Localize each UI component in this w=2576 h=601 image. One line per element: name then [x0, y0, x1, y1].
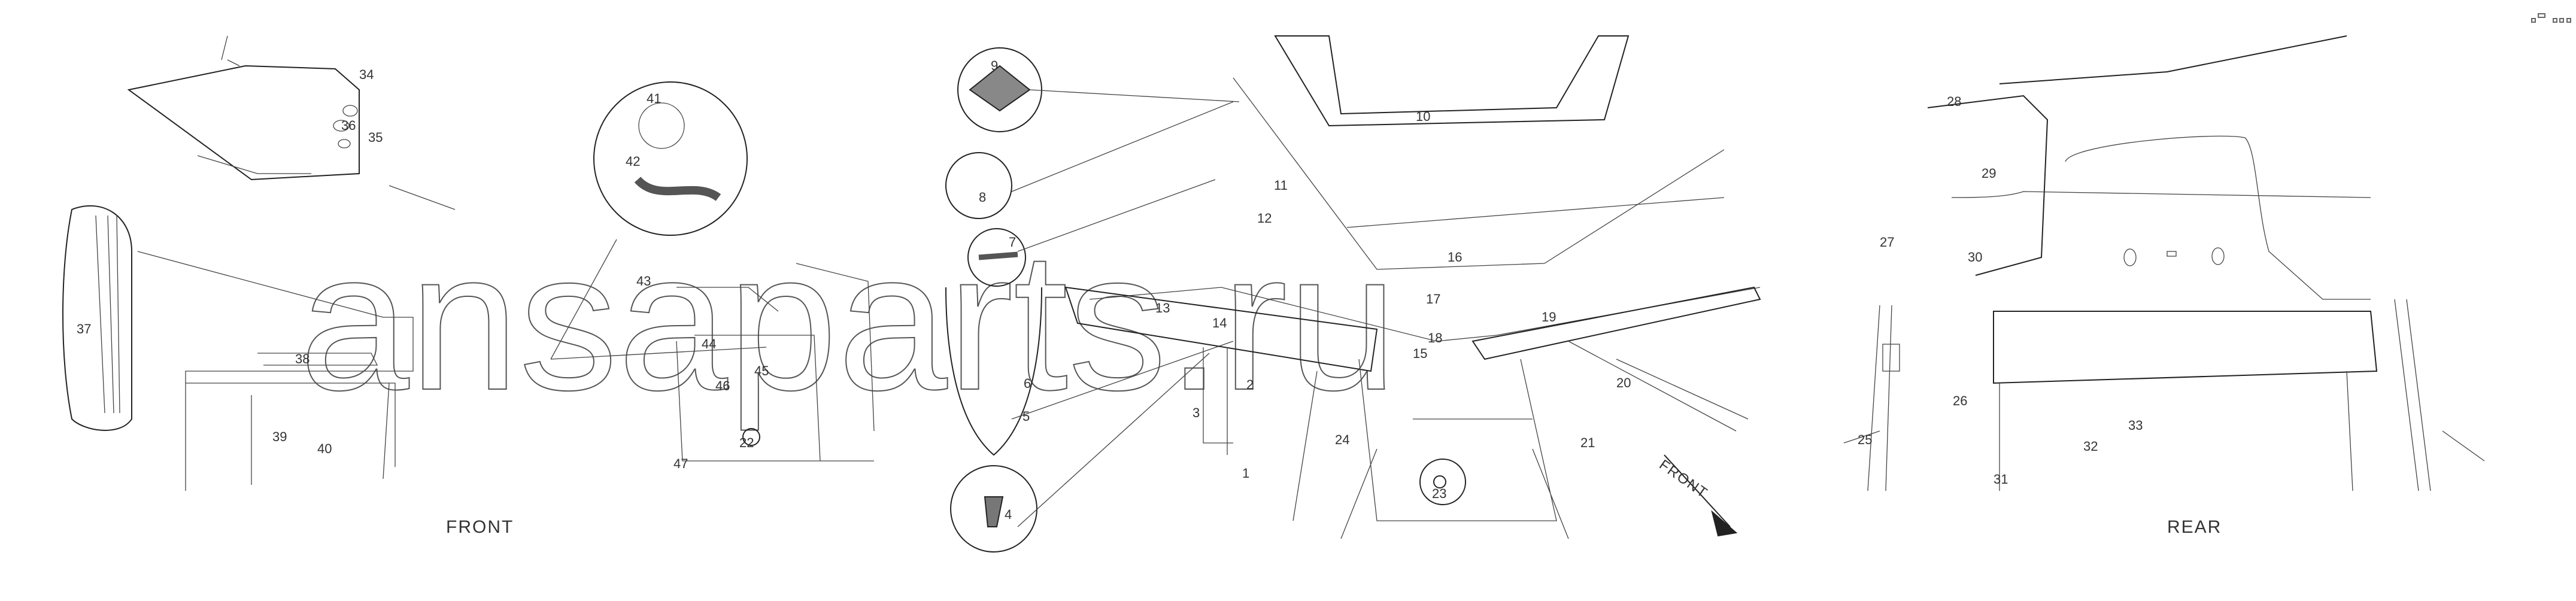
- restore-icon[interactable]: [2538, 13, 2545, 18]
- callout-19: 19: [1542, 309, 1556, 324]
- callout-15: 15: [1413, 346, 1427, 361]
- callout-42: 42: [626, 154, 640, 169]
- callout-14: 14: [1212, 315, 1227, 330]
- callout-39: 39: [272, 429, 287, 444]
- callout-17: 17: [1426, 292, 1440, 306]
- callout-8: 8: [979, 190, 986, 205]
- callout-32: 32: [2083, 439, 2098, 454]
- callout-41: 41: [647, 91, 661, 106]
- center-console-drawing: [550, 81, 875, 462]
- callout-43: 43: [636, 274, 651, 289]
- callout-1: 1: [1242, 466, 1249, 481]
- callout-26: 26: [1953, 393, 1967, 408]
- front-view-drawing: [62, 35, 456, 491]
- callout-21: 21: [1580, 435, 1595, 450]
- callout-23: 23: [1432, 486, 1446, 501]
- callout-3: 3: [1193, 405, 1200, 420]
- callout-13: 13: [1155, 300, 1170, 315]
- option-icon[interactable]: [2553, 18, 2557, 23]
- callout-36: 36: [341, 118, 356, 133]
- callout-16: 16: [1448, 250, 1462, 265]
- callout-46: 46: [715, 378, 730, 393]
- callout-38: 38: [295, 351, 310, 366]
- callout-44: 44: [702, 336, 716, 351]
- option-icon[interactable]: [2559, 18, 2564, 23]
- callout-30: 30: [1968, 250, 1982, 265]
- callout-10: 10: [1416, 109, 1430, 124]
- callout-2: 2: [1246, 377, 1254, 392]
- callout-45: 45: [754, 363, 769, 378]
- callout-4: 4: [1005, 507, 1012, 522]
- callout-22: 22: [739, 435, 754, 450]
- window-controls[interactable]: [2531, 13, 2571, 23]
- detail-circles: [945, 47, 1240, 553]
- callout-6: 6: [1024, 376, 1031, 391]
- front-direction-arrow-label: FRONT: [1656, 457, 1711, 502]
- minimize-icon[interactable]: [2531, 18, 2536, 23]
- callout-12: 12: [1257, 211, 1272, 226]
- close-icon[interactable]: [2566, 18, 2571, 23]
- callout-37: 37: [77, 321, 91, 336]
- callout-31: 31: [1994, 472, 2008, 487]
- callout-47: 47: [673, 456, 688, 471]
- callout-33: 33: [2128, 418, 2143, 433]
- rear-caption: REAR: [2167, 517, 2222, 537]
- callout-7: 7: [1009, 235, 1016, 250]
- front-caption: FRONT: [446, 517, 514, 537]
- callout-40: 40: [317, 441, 332, 456]
- callout-29: 29: [1982, 166, 1996, 181]
- callout-5: 5: [1022, 409, 1030, 424]
- callout-27: 27: [1880, 235, 1894, 250]
- callout-24: 24: [1335, 432, 1349, 447]
- callout-28: 28: [1947, 94, 1961, 109]
- callout-34: 34: [359, 67, 374, 82]
- rear-view-drawing: [1843, 35, 2485, 491]
- main-floor-drawing: [1064, 35, 1761, 539]
- callout-35: 35: [368, 130, 383, 145]
- callout-11: 11: [1274, 178, 1288, 193]
- callout-25: 25: [1858, 432, 1872, 447]
- callout-20: 20: [1616, 375, 1631, 390]
- callout-18: 18: [1428, 330, 1442, 345]
- callout-labels: 1 2 3 4 5 6 7 8 9 10 11 12 13 14 15 16 1…: [77, 58, 2143, 522]
- callout-9: 9: [991, 58, 998, 73]
- watermark: ansaparts.ru: [299, 210, 1397, 432]
